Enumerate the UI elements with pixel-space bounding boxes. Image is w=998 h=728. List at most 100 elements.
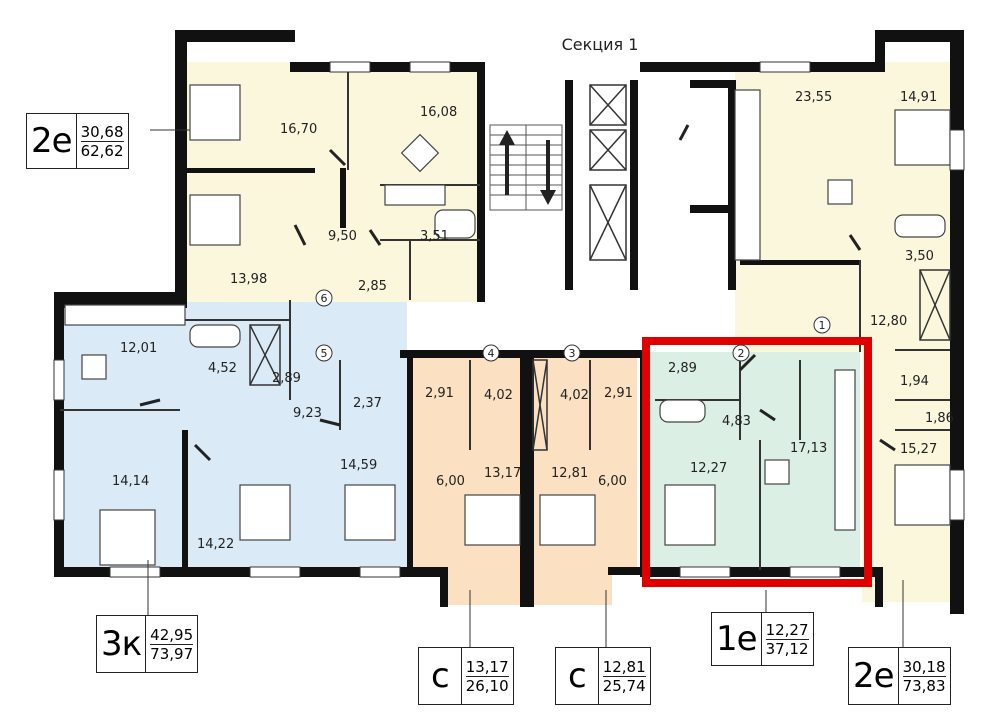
entrance-markers: 1 2 3 4 5 6 <box>315 289 831 362</box>
table-icon <box>81 354 107 380</box>
apartment-legend-3k[interactable]: 3к 42,95 73,97 <box>96 615 199 673</box>
elevators <box>249 84 951 451</box>
furniture <box>64 84 951 566</box>
apartment-legend-2e-top[interactable]: 2е 30,68 62,62 <box>26 113 129 169</box>
living-area: 30,18 <box>902 657 946 677</box>
apartment-code: 1е <box>712 613 762 665</box>
wall <box>520 352 534 607</box>
room-area: 4,83 <box>722 414 751 429</box>
apartment-code: 2е <box>849 648 899 704</box>
table-icon <box>827 179 853 205</box>
bed-icon <box>664 484 716 546</box>
entrance-number: 2 <box>738 347 745 360</box>
kitchen-counter <box>734 89 761 261</box>
room-area: 2,89 <box>272 371 301 386</box>
kitchen-counter <box>64 304 186 326</box>
wall <box>950 30 964 614</box>
room-area: 4,02 <box>560 388 589 403</box>
room-area: 2,85 <box>358 279 387 294</box>
living-area: 42,95 <box>150 625 194 645</box>
wall <box>290 62 480 72</box>
room-area: 9,23 <box>293 406 322 421</box>
wall <box>690 80 735 88</box>
selected-apartment-highlight[interactable] <box>642 337 872 587</box>
bed-icon <box>894 464 951 526</box>
total-area: 73,83 <box>902 676 946 695</box>
apartment-areas: 30,68 62,62 <box>77 114 128 168</box>
living-area: 12,27 <box>765 620 809 640</box>
apartment-areas: 12,81 25,74 <box>599 648 650 704</box>
apartment-areas: 30,18 73,83 <box>899 648 950 704</box>
wall <box>54 567 444 577</box>
room-area: 16,70 <box>280 122 317 137</box>
room-area: 3,50 <box>905 249 934 264</box>
bed-icon <box>344 484 396 541</box>
bed-icon <box>189 194 241 246</box>
room-area: 4,52 <box>208 361 237 376</box>
apartment-legend-studio-left[interactable]: с 13,17 26,10 <box>418 647 514 705</box>
wall <box>875 567 883 607</box>
apartment-code: с <box>556 648 599 704</box>
wall <box>175 30 295 42</box>
tables <box>81 133 853 485</box>
apartment-code: 3к <box>97 616 147 672</box>
bathtub-icon <box>189 324 241 348</box>
room-area: 23,55 <box>795 90 832 105</box>
room-area: 14,59 <box>340 458 377 473</box>
bed-icon <box>189 84 241 141</box>
room-area: 14,14 <box>112 474 149 489</box>
room-area: 12,81 <box>551 466 588 481</box>
wall <box>690 205 730 213</box>
room-area: 17,13 <box>790 441 827 456</box>
apartment-legend-2e-right[interactable]: 2е 30,18 73,83 <box>848 647 951 705</box>
wall <box>440 567 448 607</box>
bathtub-icon <box>894 214 946 238</box>
room-area: 14,91 <box>900 90 937 105</box>
bed-icon <box>464 494 521 546</box>
apartment-legend-1e[interactable]: 1е 12,27 37,12 <box>711 612 814 666</box>
table-icon <box>764 459 790 485</box>
entrance-number: 3 <box>569 347 576 360</box>
bed-icon <box>99 509 156 566</box>
room-area: 12,01 <box>120 341 157 356</box>
living-area: 13,17 <box>465 657 509 677</box>
room-area: 13,98 <box>230 272 267 287</box>
living-area: 30,68 <box>80 122 124 142</box>
total-area: 62,62 <box>80 141 124 160</box>
zone-studio-left-ext <box>440 565 527 605</box>
kitchen-counter <box>384 184 446 206</box>
room-area: 2,89 <box>668 361 697 376</box>
wall <box>62 300 187 308</box>
wall <box>875 30 885 72</box>
room-area: 9,50 <box>328 229 357 244</box>
zone-studio-right-ext <box>527 565 612 605</box>
entrance-number: 5 <box>321 347 328 360</box>
room-area: 15,27 <box>900 442 937 457</box>
apartment-legend-studio-right[interactable]: с 12,81 25,74 <box>555 647 651 705</box>
wall <box>740 260 860 265</box>
room-area: 2,91 <box>425 386 454 401</box>
apartment-areas: 12,27 37,12 <box>762 613 813 665</box>
wall <box>477 62 485 302</box>
apartment-areas: 42,95 73,97 <box>146 616 197 672</box>
room-area: 12,27 <box>690 461 727 476</box>
room-labels: 16,70 16,08 9,50 3,51 2,85 13,98 23,55 1… <box>112 90 954 552</box>
total-area: 73,97 <box>150 644 194 663</box>
room-area: 6,00 <box>598 474 627 489</box>
wall <box>565 80 573 290</box>
room-area: 1,86 <box>925 411 954 426</box>
leader-lines <box>147 129 904 650</box>
apartment-areas: 13,17 26,10 <box>462 648 513 704</box>
wall <box>630 80 638 290</box>
bed-icon <box>894 109 951 166</box>
apartment-code: 2е <box>27 114 77 168</box>
room-area: 3,51 <box>420 229 449 244</box>
stair-arrows <box>499 130 556 205</box>
wall <box>640 567 880 577</box>
wall <box>608 567 648 575</box>
room-area: 1,94 <box>900 374 929 389</box>
wall <box>400 350 650 358</box>
wall <box>340 168 346 228</box>
kitchen-counter <box>834 369 856 531</box>
